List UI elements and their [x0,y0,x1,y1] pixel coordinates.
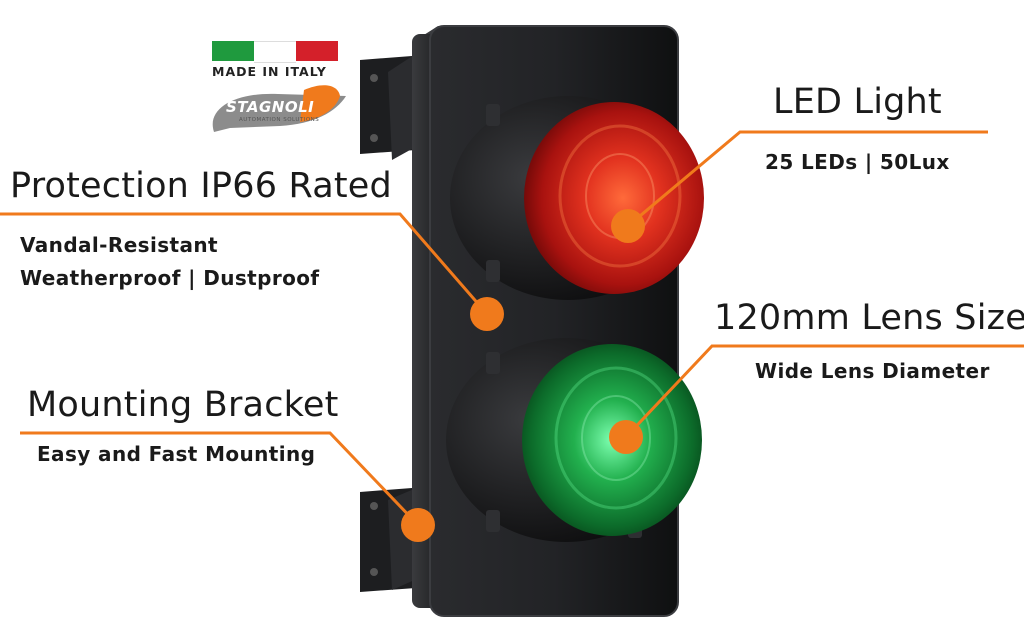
flag-red-stripe [296,41,338,61]
flag-white-stripe [254,41,296,63]
protection-dot [470,297,504,331]
callout-dots [401,209,645,542]
brand-tagline: AUTOMATION SOLUTIONS [239,117,320,123]
lens-size-leader [624,344,1024,439]
bracket-leader [20,431,420,527]
stagnoli-logo: STAGNOLI AUTOMATION SOLUTIONS [206,84,346,140]
italian-flag-icon [212,41,338,63]
bracket-dot [401,508,435,542]
led-light-title: LED Light [773,82,942,122]
lens-size-detail: Wide Lens Diameter [755,359,990,383]
made-in-italy-label: MADE IN ITALY [212,64,327,79]
protection-detail-line1: Vandal-Resistant [20,233,218,257]
flag-green-stripe [212,41,254,61]
bracket-title: Mounting Bracket [27,385,339,425]
stagnoli-logo-mark [212,85,346,132]
protection-detail-line2: Weatherproof | Dustproof [20,266,320,290]
green-light-module [446,338,702,542]
red-light-module [450,96,704,300]
lens-size-dot [609,420,643,454]
protection-title: Protection IP66 Rated [10,166,392,206]
led-light-leader [627,130,988,228]
brand-name: STAGNOLI [226,98,315,116]
lens-size-title: 120mm Lens Size [714,298,1024,338]
bracket-detail: Easy and Fast Mounting [37,442,316,466]
protection-leader [0,212,489,315]
led-light-dot [611,209,645,243]
led-light-detail: 25 LEDs | 50Lux [765,150,950,174]
callout-lines [0,130,1024,527]
